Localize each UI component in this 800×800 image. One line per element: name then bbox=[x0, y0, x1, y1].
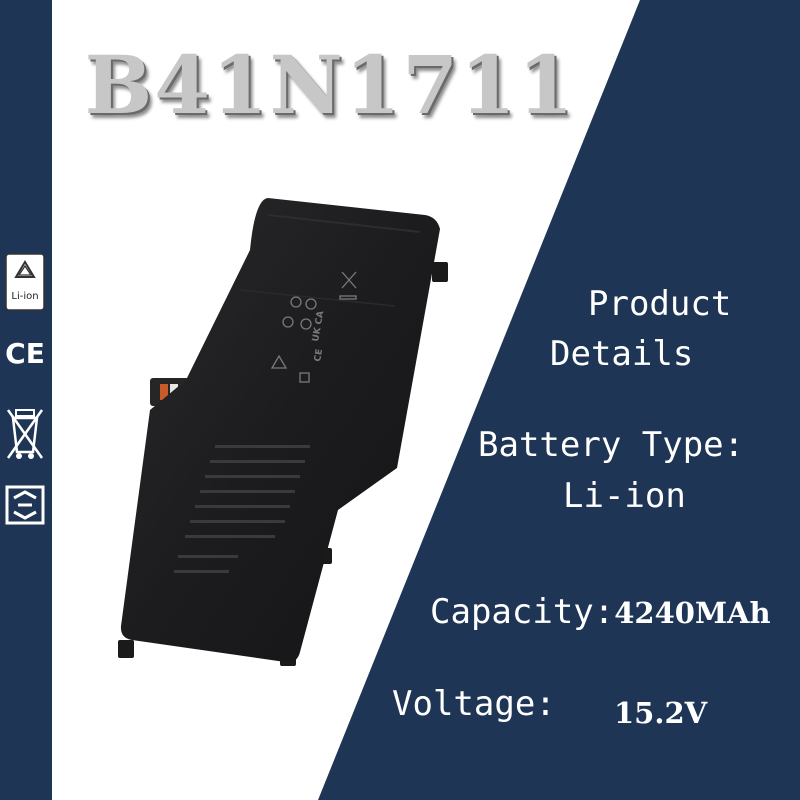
capacity-value: 4240MAh bbox=[614, 596, 771, 630]
li-ion-recycle-icon: Li-ion bbox=[4, 252, 46, 312]
battery-type-label: Battery Type: bbox=[478, 425, 745, 465]
weee-bin-icon bbox=[4, 402, 46, 464]
product-heading-line2: Details bbox=[550, 334, 694, 374]
product-heading-line1: Product bbox=[588, 284, 732, 324]
ce-mark-text: CE bbox=[5, 337, 45, 370]
product-model-title: B41N1711 bbox=[84, 38, 576, 132]
voltage-value-wrap: 15.2V bbox=[614, 692, 707, 733]
battery-type-value: Li-ion bbox=[563, 476, 686, 516]
capacity-label: Capacity: bbox=[430, 592, 615, 632]
voltage-label: Voltage: bbox=[392, 684, 556, 724]
ce-mark-icon: CE bbox=[4, 333, 46, 373]
recycle-arrows-icon bbox=[4, 484, 46, 526]
voltage-value: 15.2V bbox=[614, 696, 708, 730]
capacity-row: Capacity:4240MAh bbox=[430, 592, 771, 633]
recycle-label: Li-ion bbox=[11, 291, 38, 302]
svg-text:CE: CE bbox=[313, 348, 325, 362]
